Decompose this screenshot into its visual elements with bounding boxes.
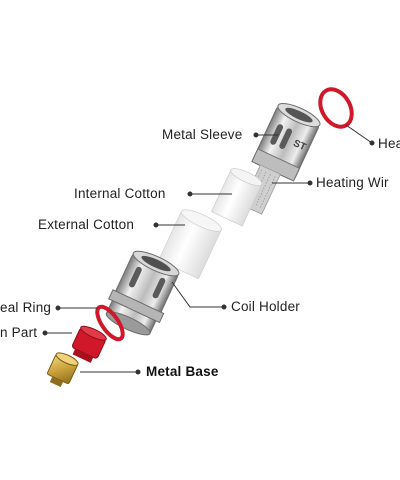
label-seal-ring: eal Ring: [0, 300, 52, 315]
metal-sleeve-part: ST: [251, 102, 321, 182]
label-external-cotton: External Cotton: [38, 217, 135, 232]
label-coil-holder: Coil Holder: [231, 299, 300, 314]
silicon-part: [71, 325, 107, 363]
label-silicon-part: n Part: [0, 325, 38, 340]
external-cotton-part: [158, 209, 222, 280]
coil-holder-part: [105, 250, 180, 336]
leader-lines: [42, 124, 375, 375]
seal-ring-part: [95, 304, 125, 342]
label-internal-cotton: Internal Cotton: [74, 186, 166, 201]
heat-ring-part: [318, 87, 354, 129]
label-heating-wire: Heating Wir: [316, 175, 389, 190]
metal-base-part: [47, 352, 79, 388]
internal-cotton-part: [210, 168, 263, 227]
label-metal-base: Metal Base: [146, 364, 219, 379]
sleeve-engraving: ST: [291, 138, 307, 153]
label-metal-sleeve: Metal Sleeve: [162, 127, 243, 142]
label-heat-ring: Hea: [378, 136, 400, 151]
